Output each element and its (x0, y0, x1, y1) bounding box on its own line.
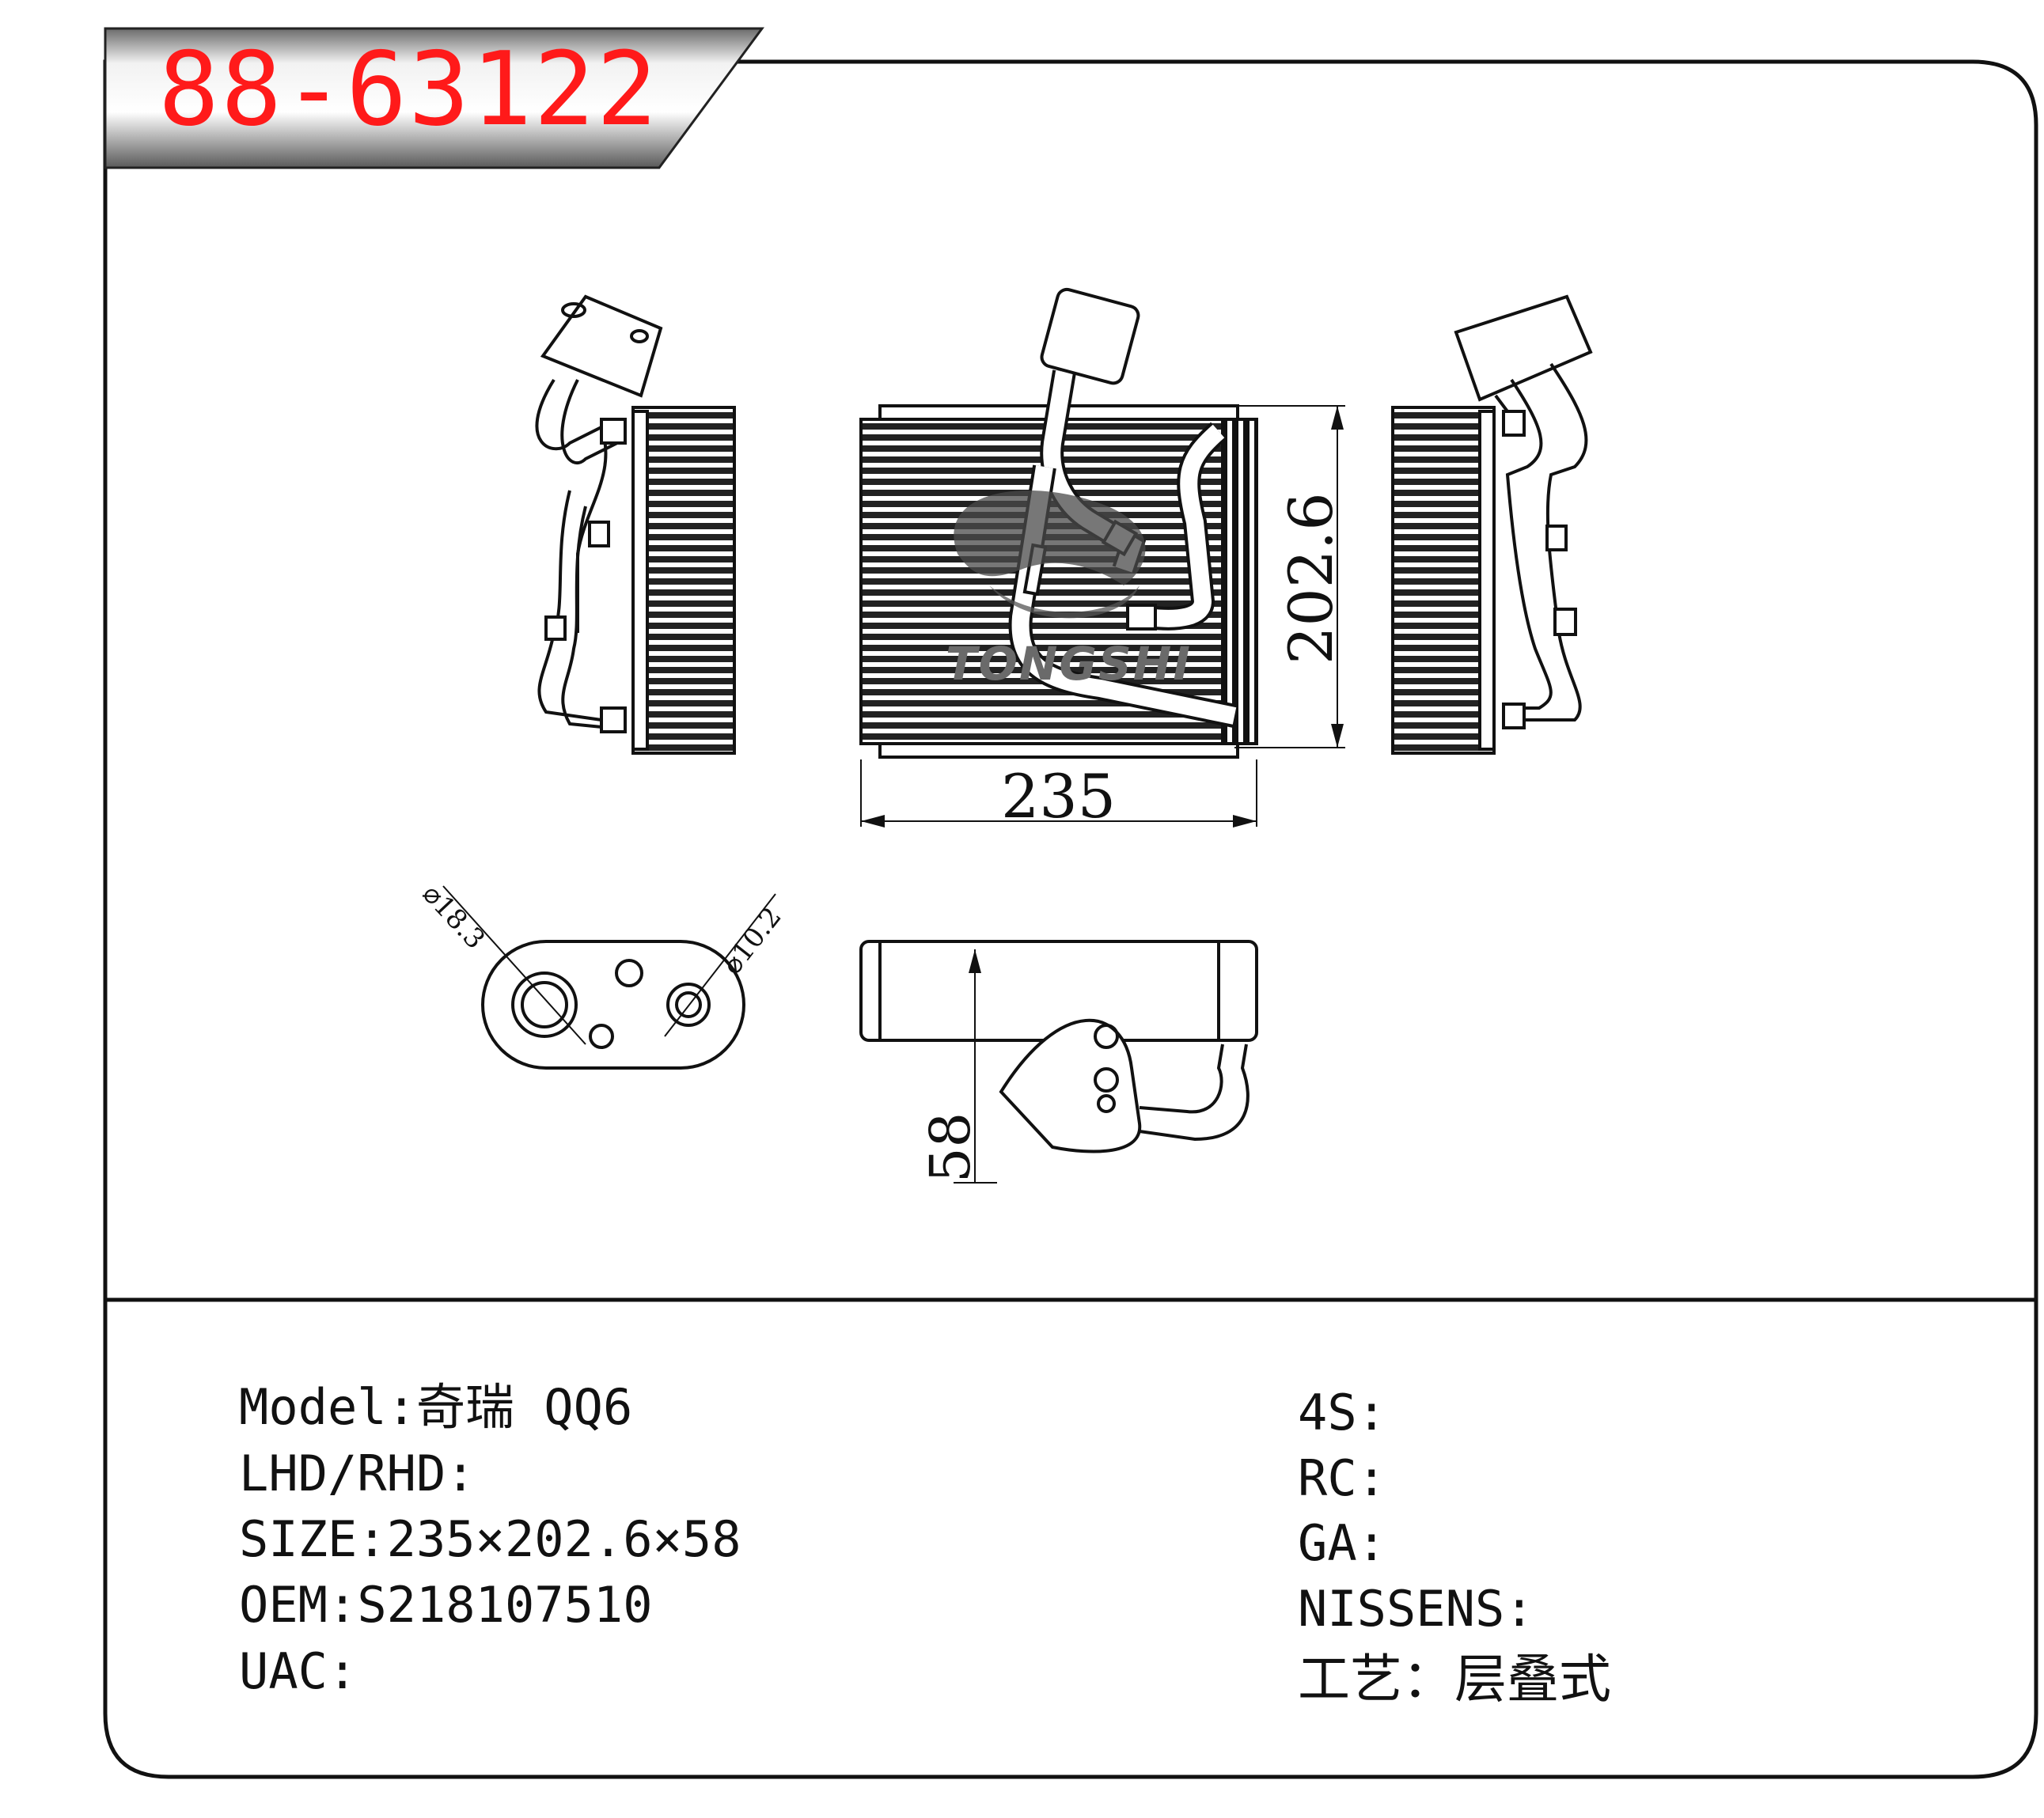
spec-4s: 4S: (1298, 1384, 1386, 1441)
part-number-title: 88-63122 (158, 31, 659, 149)
front-view (859, 287, 1345, 828)
spec-nissens: NISSENS: (1298, 1580, 1534, 1638)
spec-lhd-rhd: LHD/RHD: (239, 1445, 476, 1502)
brand-watermark-logo (954, 490, 1146, 619)
spec-size: SIZE:235×202.6×58 (239, 1510, 741, 1568)
watermark-text: TONGSHI (946, 637, 1192, 691)
spec-ga: GA: (1298, 1514, 1386, 1572)
frame-border (103, 59, 2038, 1779)
spec-uac: UAC: (239, 1642, 358, 1700)
title-banner (104, 27, 764, 169)
spec-model: Model:奇瑞 QQ6 (239, 1378, 633, 1436)
depth-view (859, 940, 1258, 1184)
side-view-right (1391, 294, 1593, 755)
depth-dimension-label: 58 (918, 1112, 983, 1183)
port-flange-view (442, 885, 776, 1070)
side-view-left (535, 294, 736, 755)
spec-oem: OEM:S218107510 (239, 1576, 653, 1634)
spec-process: 工艺：层叠式 (1298, 1649, 1611, 1710)
width-dimension-label: 235 (1001, 761, 1117, 831)
height-dimension-label: 202.6 (1276, 492, 1346, 665)
spec-rc: RC: (1298, 1449, 1386, 1507)
